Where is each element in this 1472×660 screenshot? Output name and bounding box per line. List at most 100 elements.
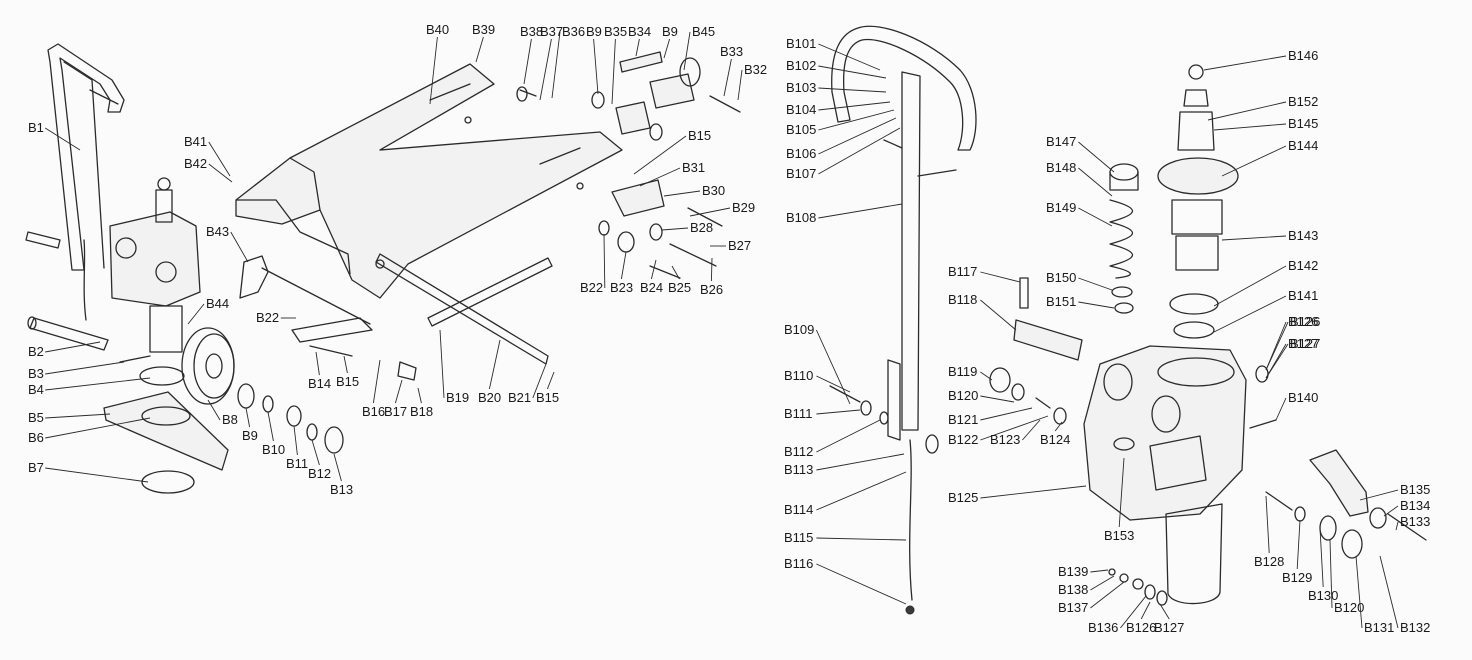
leader-line: [45, 377, 151, 391]
leader-line: [532, 363, 547, 399]
leader-line: [1090, 569, 1109, 573]
part-label: B152: [1288, 94, 1318, 109]
part-label: B132: [1400, 620, 1430, 635]
part-label: B22: [580, 280, 603, 295]
part-label: B19: [446, 390, 469, 405]
leader-line: [44, 127, 81, 151]
leader-line: [488, 339, 501, 390]
leader-line: [372, 359, 381, 404]
part-label: B40: [426, 22, 449, 37]
leader-line: [1265, 321, 1289, 371]
part-label: B103: [786, 80, 816, 95]
base-plate: [103, 391, 229, 471]
leader-line: [1355, 555, 1363, 629]
part-label: B15: [688, 128, 711, 143]
part-label: B15: [336, 374, 359, 389]
leader-line: [45, 467, 149, 483]
rear-roller-set: [516, 51, 741, 141]
leader-line: [818, 101, 891, 111]
part-label: B7: [28, 460, 44, 475]
pin-b117: [1019, 277, 1029, 309]
leader-line: [187, 303, 205, 325]
leader-line: [1265, 343, 1289, 379]
leader-line: [815, 329, 851, 405]
part-label: B11: [286, 456, 308, 471]
leader-line: [1078, 301, 1115, 309]
leader-line: [818, 109, 895, 131]
leader-line: [603, 233, 606, 289]
leader-line: [45, 413, 111, 419]
part-label: B122: [948, 432, 978, 447]
part-label: B131: [1364, 620, 1394, 635]
part-label: B136: [1088, 620, 1118, 635]
leader-line: [661, 227, 689, 231]
leader-line: [980, 415, 1049, 441]
part-label: B33: [720, 44, 743, 59]
part-label: B16: [362, 404, 385, 419]
axle-b118: [1013, 319, 1083, 361]
leader-line: [818, 65, 887, 79]
part-label: B8: [222, 412, 238, 427]
leader-line: [635, 38, 640, 57]
leader-line: [45, 361, 125, 375]
leader-line: [1078, 277, 1113, 291]
leader-line: [1213, 123, 1287, 131]
leader-line: [816, 563, 907, 605]
fork-frame: [235, 63, 623, 299]
part-label: B37: [540, 24, 563, 39]
leader-line: [1022, 419, 1041, 441]
leader-line: [818, 117, 897, 155]
leader-line: [1221, 145, 1287, 177]
leader-line: [1078, 141, 1115, 173]
part-label: B26: [700, 282, 723, 297]
leader-line: [1140, 601, 1151, 620]
part-label: B35: [604, 24, 627, 39]
leader-line: [1203, 55, 1287, 71]
steering-wheel: [181, 327, 235, 405]
leader-line: [980, 395, 1015, 403]
handle-chain: [83, 239, 87, 321]
part-label: B105: [786, 122, 816, 137]
part-label: B110: [784, 368, 813, 383]
part-label: B114: [784, 502, 813, 517]
part-label: B137: [1058, 600, 1088, 615]
part-label: B3: [28, 366, 44, 381]
part-label: B151: [1046, 294, 1076, 309]
bearing: [139, 366, 185, 386]
part-label: B118: [948, 292, 977, 307]
leader-line: [1395, 521, 1399, 531]
leader-line: [1118, 457, 1125, 528]
leader-line: [1379, 555, 1399, 629]
leader-line: [980, 371, 993, 381]
part-label: B148: [1046, 160, 1076, 175]
part-label: B22: [256, 310, 279, 325]
leader-line: [1213, 265, 1287, 307]
part-label: B147: [1046, 134, 1076, 149]
part-label: B127: [1288, 336, 1318, 351]
leader-line: [1090, 581, 1125, 609]
part-label: B111: [784, 406, 812, 421]
part-label: B128: [1254, 554, 1284, 569]
part-label: B125: [948, 490, 978, 505]
leader-line: [230, 231, 249, 263]
part-label: B30: [702, 183, 725, 198]
leader-line: [475, 36, 484, 63]
leader-line: [1159, 603, 1170, 620]
leader-line: [1221, 235, 1287, 241]
part-label: B120: [1334, 600, 1364, 615]
part-label: B129: [1282, 570, 1312, 585]
part-label: B24: [640, 280, 663, 295]
leader-line: [333, 453, 342, 482]
leader-line: [818, 87, 887, 93]
part-label: B9: [662, 24, 678, 39]
labels-right: B101B102B103B104B105B106B107B108B109B110…: [784, 36, 1430, 635]
part-label: B9: [586, 24, 602, 39]
leader-line: [1296, 519, 1301, 570]
part-label: B142: [1288, 258, 1318, 273]
part-label: B39: [472, 22, 495, 37]
part-label: B14: [308, 376, 331, 391]
part-label: B101: [786, 36, 816, 51]
leader-line: [539, 38, 552, 101]
leader-line: [1078, 207, 1113, 227]
